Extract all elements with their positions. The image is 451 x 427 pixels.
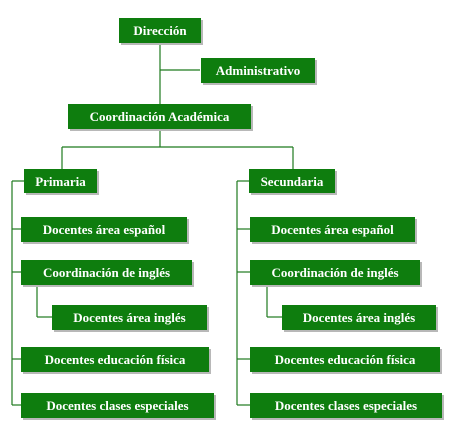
node-primaria: Primaria (24, 169, 97, 193)
node-primaria-docentes-espanol: Docentes área español (21, 217, 187, 242)
node-primaria-coordinacion-ingles: Coordinación de inglés (21, 260, 192, 285)
node-secundaria-docentes-ingles: Docentes área inglés (282, 305, 436, 330)
node-secundaria-docentes-fisica: Docentes educación física (250, 347, 440, 372)
node-secundaria-coordinacion-ingles: Coordinación de inglés (250, 260, 420, 285)
node-administrativo: Administrativo (201, 58, 315, 83)
node-primaria-docentes-especiales: Docentes clases especiales (21, 393, 214, 418)
node-secundaria-docentes-espanol: Docentes área español (250, 217, 415, 242)
node-primaria-docentes-ingles: Docentes área inglés (52, 305, 207, 330)
node-direccion: Dirección (119, 18, 201, 43)
node-coordinacion-academica: Coordinación Académica (68, 104, 251, 129)
node-primaria-docentes-fisica: Docentes educación física (21, 347, 209, 372)
node-secundaria-docentes-especiales: Docentes clases especiales (250, 393, 442, 418)
node-secundaria: Secundaria (249, 169, 335, 193)
